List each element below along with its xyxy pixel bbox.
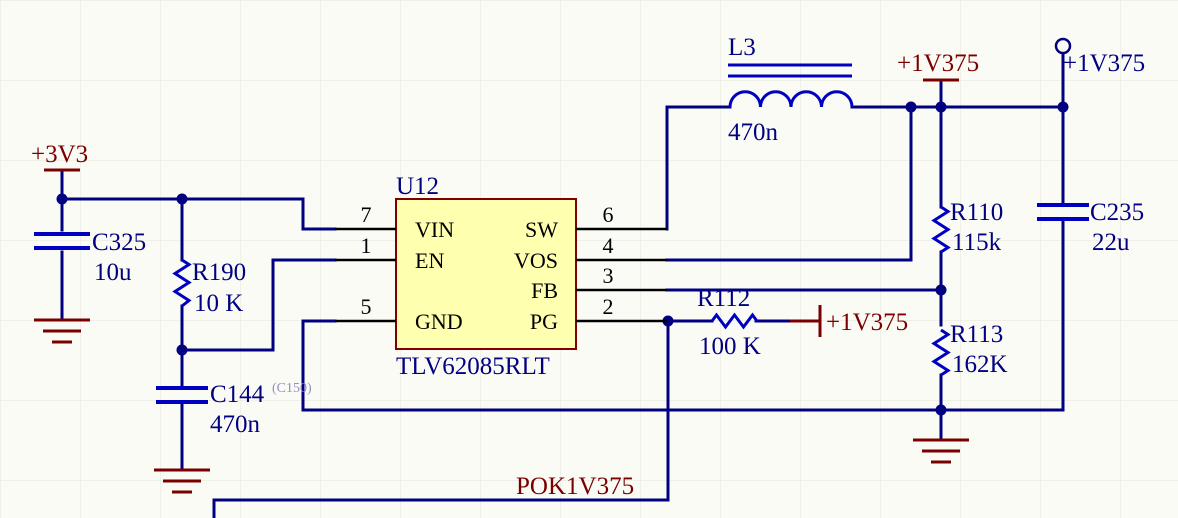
junction-dot	[935, 404, 947, 416]
resistor-value: 115k	[952, 229, 1002, 256]
ic-designator: U12	[396, 173, 439, 200]
resistor-value: 10 K	[194, 290, 243, 317]
inductor-designator: L3	[728, 34, 756, 61]
power-port-1v375-top[interactable]: +1V375	[897, 50, 979, 82]
pin-name-en: EN	[415, 248, 444, 273]
capacitor-designator: C235	[1090, 199, 1144, 226]
ic-part-number: TLV62085RLT	[396, 353, 550, 380]
net-label-pok[interactable]: POK1V375	[516, 473, 634, 500]
power-port-1v375-pin[interactable]: +1V375	[1054, 37, 1145, 77]
wire-pok	[212, 319, 670, 518]
wire-sw	[665, 105, 732, 231]
wire-vos	[665, 105, 913, 262]
resistor-r112[interactable]: R112 100 K	[697, 285, 761, 360]
capacitor-c144[interactable]: C144 (C150) 470n	[156, 381, 312, 438]
resistor-zigzag	[172, 258, 192, 308]
capacitor-c325[interactable]: C325 10u	[34, 229, 146, 286]
pin-name-pg: PG	[530, 309, 558, 334]
inductor-l3[interactable]: L3 470n	[728, 34, 854, 146]
pin-number-fb: 3	[603, 263, 614, 288]
capacitor-value: 470n	[210, 411, 261, 438]
resistor-designator: R110	[950, 199, 1003, 226]
resistor-value: 162K	[952, 351, 1008, 378]
pin-name-sw: SW	[525, 217, 558, 242]
pin-name-fb: FB	[531, 278, 558, 303]
capacitor-designator: C144	[210, 381, 265, 408]
junction-dot	[176, 344, 188, 356]
junction-dot	[935, 284, 947, 296]
resistor-value: 100 K	[699, 333, 761, 360]
ic-pin-stubs	[335, 227, 667, 323]
power-port-label: +1V375	[1063, 50, 1145, 77]
pin-name-gnd: GND	[415, 309, 463, 334]
ground-symbol	[154, 468, 210, 494]
ground-symbol	[913, 438, 969, 464]
wire-gnd-return	[301, 319, 1065, 412]
pin-number-en: 1	[361, 233, 372, 258]
ic-u12[interactable]: U12 TLV62085RLT 7 1 5 VIN EN GND 6 4 3 2…	[335, 173, 667, 380]
junction-dot	[176, 193, 188, 205]
wire-en	[180, 258, 337, 352]
pin-number-pg: 2	[603, 294, 614, 319]
junction-dot	[905, 101, 917, 113]
capacitor-note: (C150)	[272, 381, 312, 396]
ground-symbol	[34, 318, 90, 344]
resistor-r113[interactable]: R113 162K	[931, 321, 1008, 378]
junction-dot	[935, 101, 947, 113]
resistor-r110[interactable]: R110 115k	[931, 199, 1003, 256]
inductor-value: 470n	[728, 119, 779, 146]
power-port-circle	[1054, 37, 1072, 55]
junctions	[56, 101, 1069, 416]
capacitor-designator: C325	[92, 229, 146, 256]
resistor-r190[interactable]: R190 10 K	[172, 258, 246, 317]
junction-dot	[662, 315, 674, 327]
resistor-zigzag	[710, 312, 759, 330]
pin-name-vos: VOS	[514, 248, 558, 273]
ic-body	[395, 198, 577, 350]
inductor-coil	[728, 90, 854, 108]
wires	[60, 52, 1065, 518]
pin-number-sw: 6	[603, 202, 614, 227]
capacitor-value: 22u	[1092, 229, 1130, 256]
capacitor-c235[interactable]: C235 22u	[1037, 199, 1144, 256]
pin-number-vos: 4	[603, 233, 614, 258]
power-port-1v375-pullup[interactable]: +1V375	[790, 305, 908, 337]
junction-dot	[1057, 101, 1069, 113]
capacitor-value: 10u	[94, 259, 132, 286]
pin-number-gnd: 5	[361, 294, 372, 319]
pin-number-vin: 7	[361, 202, 372, 227]
power-port-label: +1V375	[897, 50, 979, 77]
resistor-designator: R190	[192, 259, 246, 286]
resistor-designator: R112	[697, 285, 750, 312]
power-port-label: +3V3	[31, 141, 88, 168]
power-port-label: +1V375	[826, 309, 908, 336]
resistor-designator: R113	[950, 321, 1003, 348]
resistor-zigzag	[931, 205, 951, 254]
power-port-3v3[interactable]: +3V3	[31, 141, 88, 172]
junction-dot	[56, 193, 68, 205]
resistor-zigzag	[931, 328, 951, 377]
pin-name-vin: VIN	[415, 217, 454, 242]
